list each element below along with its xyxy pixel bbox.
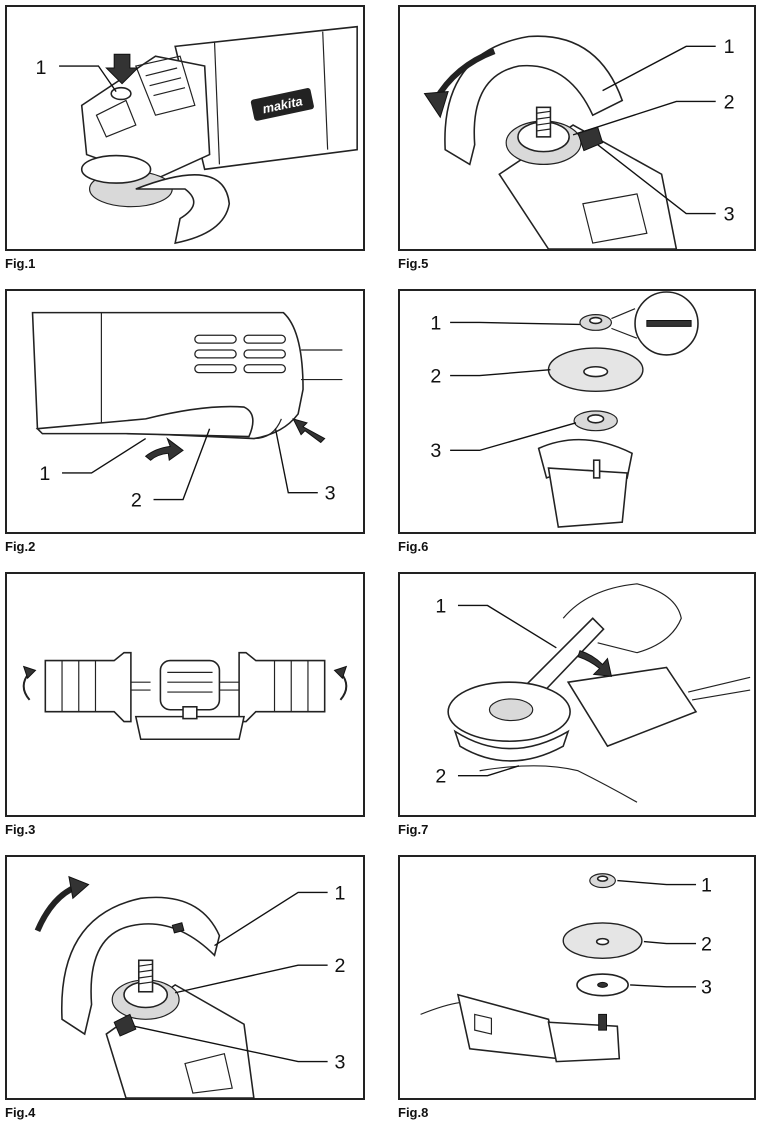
figure-8-label-1: 1 [701,874,712,896]
figure-5-label-2: 2 [724,91,735,113]
figure-7-drawing: 1 2 [435,583,751,803]
figure-5-label-3: 3 [724,203,735,225]
figure-8-drawing: 1 2 3 [420,873,712,1063]
figure-3-drawing [22,651,348,741]
figure-4-label-2: 2 [335,955,346,977]
figure-5-label-1: 1 [724,36,735,58]
figure-3-panel [5,572,365,817]
figure-1-label-1: 1 [35,57,46,79]
figure-7-caption: Fig.7 [398,822,429,837]
figure-1-panel: makita 1 [5,5,365,251]
figure-2-label-2: 2 [131,489,142,511]
figure-6-label-2: 2 [430,365,441,387]
figure-7-label-1: 1 [435,595,446,617]
figure-6-label-3: 3 [430,440,441,462]
figure-5-panel: 1 2 3 [398,5,756,251]
figure-4-caption: Fig.4 [5,1105,36,1120]
figure-8-label-3: 3 [701,977,712,999]
figure-7-panel: 1 2 [398,572,756,817]
figure-2-label-3: 3 [325,483,336,505]
figure-3-caption: Fig.3 [5,822,36,837]
figure-2-caption: Fig.2 [5,539,36,554]
figure-2-panel: 1 2 3 [5,289,365,534]
figure-8-panel: 1 2 3 [398,855,756,1100]
makita-logo: makita [250,88,314,121]
figure-2-drawing: 1 2 3 [31,311,343,511]
figure-4-label-3: 3 [335,1051,346,1073]
figure-4-panel: 1 2 3 [5,855,365,1100]
figure-6-caption: Fig.6 [398,539,429,554]
figure-6-drawing: 1 2 3 [430,291,699,528]
figure-8-caption: Fig.8 [398,1105,429,1120]
figure-1-drawing: makita 1 [35,25,358,245]
figure-5-caption: Fig.5 [398,256,429,271]
figure-2-label-1: 1 [39,463,50,485]
figure-7-label-2: 2 [435,766,446,788]
figure-6-panel: 1 2 3 [398,289,756,534]
figure-6-label-1: 1 [430,312,441,334]
figure-1-caption: Fig.1 [5,256,36,271]
figure-4-drawing: 1 2 3 [34,875,346,1098]
figure-4-label-1: 1 [335,882,346,904]
figure-5-drawing: 1 2 3 [423,35,735,249]
figure-8-label-2: 2 [701,933,712,955]
